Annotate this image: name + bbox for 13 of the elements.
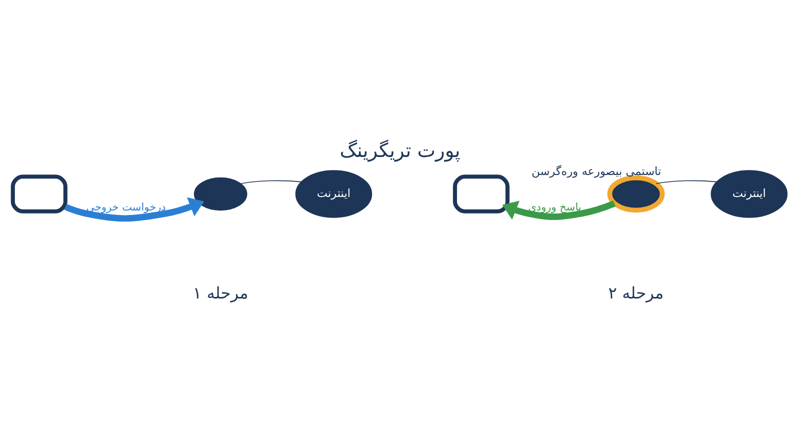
node-router xyxy=(194,177,248,211)
connector xyxy=(240,180,302,184)
node-laptop xyxy=(10,174,68,214)
label: مرحله ۱ xyxy=(192,283,248,302)
node-laptop xyxy=(452,174,510,214)
label: مرحله ۲ xyxy=(608,283,664,302)
arrow xyxy=(502,200,616,220)
node-ellipse: اینترنت xyxy=(710,170,788,218)
node-label: تاستمی بیصورعه وره‌گرسن xyxy=(532,164,662,178)
diagram-title: پورت تریگرینگ xyxy=(340,138,460,162)
arrow xyxy=(64,197,204,222)
node-ellipse: اینترنت xyxy=(295,170,372,218)
connector xyxy=(656,180,717,184)
